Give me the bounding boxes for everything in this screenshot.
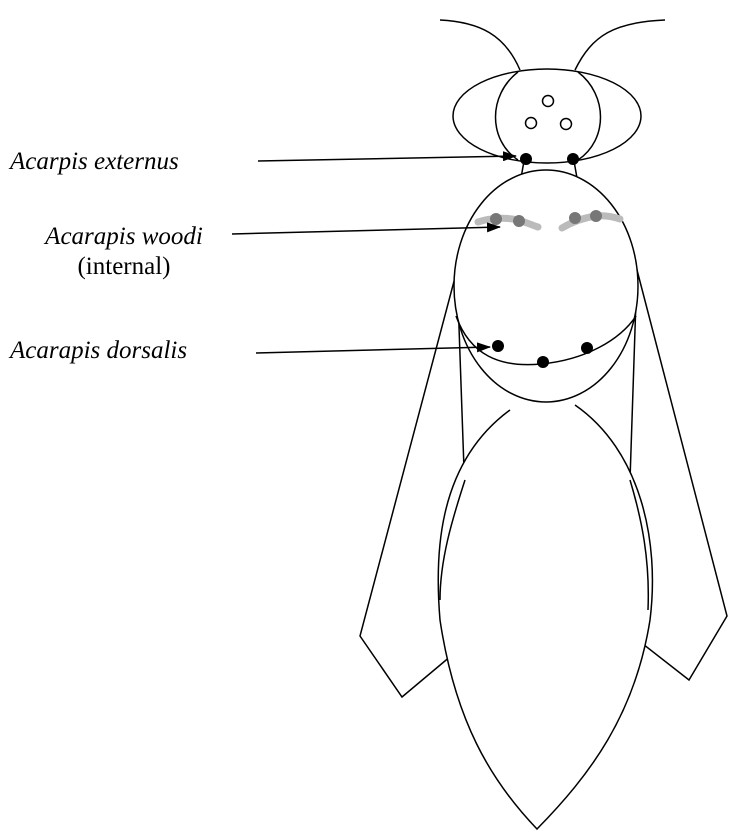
- externus-arrow: [258, 156, 516, 161]
- species-name: Acarapis dorsalis: [10, 337, 187, 364]
- dorsalis-mite: [492, 340, 504, 352]
- dorsalis-mite: [537, 356, 549, 368]
- species-name: Acarapis woodi: [45, 223, 203, 250]
- head-left-eye-line: [496, 72, 519, 160]
- right-antenna: [575, 20, 665, 70]
- thorax: [454, 170, 638, 402]
- woodi-arrow: [232, 227, 500, 234]
- label-acarpis-externus: Acarpis externus: [10, 147, 179, 177]
- woodi-mite: [490, 213, 502, 225]
- dorsalis-mite: [581, 342, 593, 354]
- externus-mite: [520, 153, 532, 165]
- ocellus-top: [543, 96, 554, 107]
- label-acarapis-woodi: Acarapis woodi (internal): [18, 222, 230, 282]
- species-name: Acarpis externus: [10, 148, 179, 175]
- ocellus-right: [561, 119, 572, 130]
- ocellus-left: [526, 118, 537, 129]
- left-antenna: [440, 20, 520, 70]
- dorsalis-arrow: [256, 347, 490, 353]
- externus-mite: [567, 153, 579, 165]
- woodi-mite: [569, 212, 581, 224]
- label-acarapis-dorsalis: Acarapis dorsalis: [10, 336, 187, 366]
- species-note: (internal): [18, 252, 230, 282]
- woodi-mite: [513, 215, 525, 227]
- head-right-eye-line: [578, 72, 601, 160]
- head: [453, 69, 641, 163]
- woodi-mite: [590, 210, 602, 222]
- abdomen: [438, 405, 652, 829]
